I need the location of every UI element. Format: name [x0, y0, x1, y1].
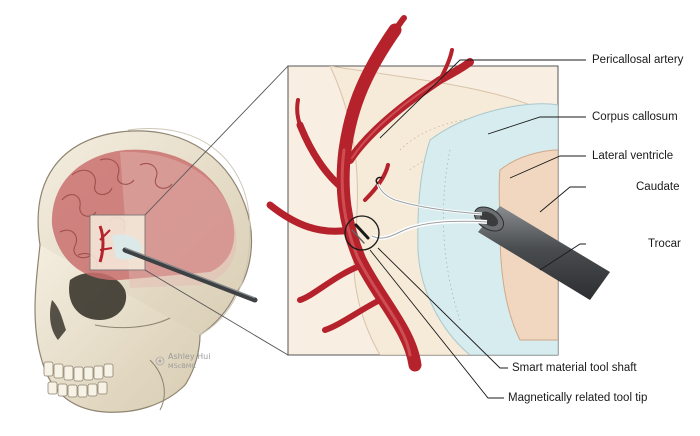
- label-pericallosal-artery: Pericallosal artery: [592, 54, 684, 66]
- detail-inset: [287, 65, 559, 356]
- smart-material-tool-shaft: [371, 183, 488, 241]
- label-tool-shaft: Smart material tool shaft: [512, 362, 637, 374]
- signature-name: Ashley Hui: [168, 352, 211, 361]
- signature-mark: [155, 356, 165, 366]
- magnetically-related-tool-tip: [344, 176, 383, 251]
- label-caudate: Caudate: [636, 181, 680, 193]
- label-lateral-ventricle: Lateral ventricle: [592, 150, 674, 162]
- leader-lines: [369, 59, 586, 399]
- artery-highlight: [340, 79, 441, 357]
- skull-trocar: [122, 247, 258, 303]
- label-trocar: Trocar: [648, 238, 681, 250]
- small-inset: [89, 214, 146, 271]
- label-tool-tip: Magnetically related tool tip: [508, 392, 648, 404]
- signature-credential: MScBMC: [168, 362, 196, 370]
- label-corpus-callosum: Corpus callosum: [592, 111, 678, 123]
- inset-connectors: [144, 65, 289, 356]
